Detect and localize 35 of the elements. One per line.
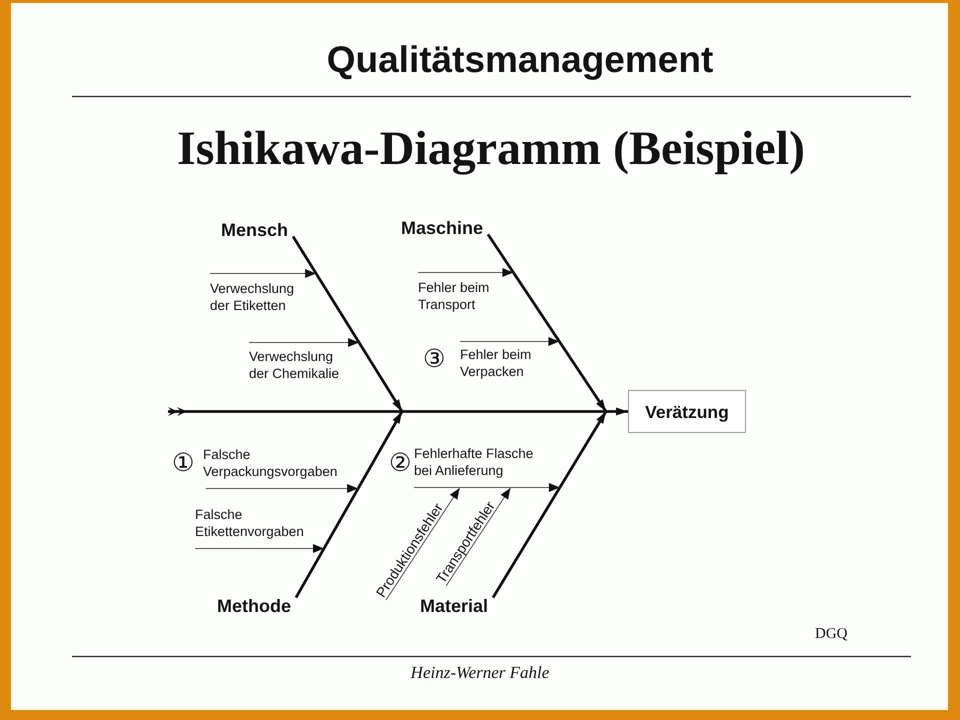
category-label: Material — [420, 596, 494, 616]
bone-arrow — [486, 234, 608, 412]
category-label: Maschine — [401, 218, 488, 238]
spine-arrow — [606, 408, 628, 416]
cause-label: Verwechslung der Etiketten — [210, 273, 296, 314]
header-text: Qualitätsmanagement — [326, 40, 714, 80]
callout-number: ① — [172, 450, 194, 476]
cause-arrow — [210, 269, 317, 278]
category-label: Methode — [217, 596, 296, 616]
cause-arrow — [414, 483, 560, 492]
title: Ishikawa-Diagramm (Beispiel) — [177, 122, 805, 176]
category-label: Mensch — [221, 220, 294, 240]
callout-number: ② — [389, 450, 412, 476]
spine-line — [168, 407, 402, 416]
cause-label: Fehler beim Verpacken — [460, 341, 532, 380]
bone-arrow — [292, 236, 404, 412]
cause-arrow — [248, 338, 360, 347]
cause-label: Falsche Etikettenvorgaben — [195, 506, 305, 549]
spine-line — [402, 410, 606, 413]
cause-label: Fehler beim Transport — [418, 272, 490, 313]
cause-arrow — [446, 488, 511, 586]
callout-number: ③ — [423, 346, 446, 372]
effect-box: Verätzung — [628, 390, 746, 433]
author-name: Heinz-Werner Fahle — [410, 663, 550, 682]
cause-arrow — [418, 268, 514, 277]
cause-arrow — [386, 488, 460, 600]
cause-label: Verwechslung der Chemikalie — [249, 342, 340, 382]
cause-arrow — [205, 484, 359, 493]
bone-arrow — [294, 410, 404, 598]
cause-label: Falsche Verpackungsvorgaben — [203, 446, 339, 489]
cause-label: Fehlerhafte Flasche bei Anlieferung — [414, 445, 541, 488]
cause-arrow — [194, 544, 324, 553]
source-note: DGQ — [815, 626, 848, 643]
bone-arrow — [492, 410, 608, 598]
cause-arrow — [460, 337, 560, 346]
